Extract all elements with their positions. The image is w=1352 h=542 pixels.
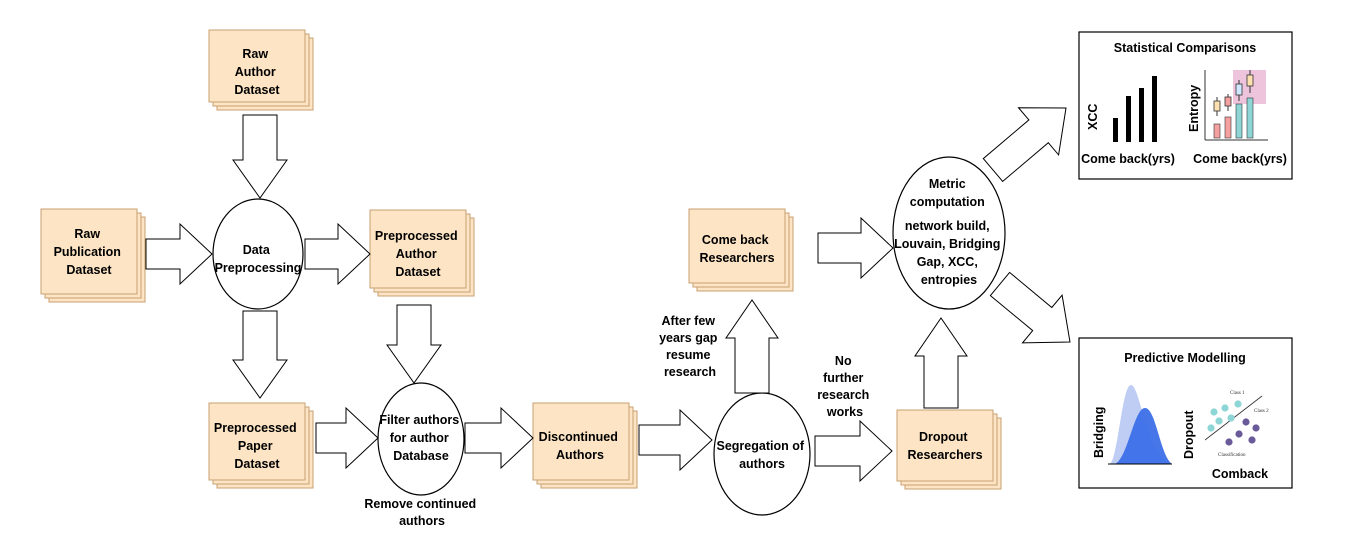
flow-arrows <box>145 107 1071 483</box>
no-further-label: No further research works <box>817 354 873 419</box>
arrow-comeback-to-metric <box>817 216 894 280</box>
metric-computation-label: Metric computation network build, Louvai… <box>894 177 1004 287</box>
dropout-scatter-icon: Class 1 Class 2 Classification <box>1204 391 1269 458</box>
entropy-x-label: Come back(yrs) <box>1193 152 1287 166</box>
document-sheet <box>896 409 994 482</box>
bridging-distribution-icon <box>1108 385 1172 465</box>
come-back-researchers-label: Come back Researchers <box>699 233 774 265</box>
arrow-dropout-to-metric <box>914 317 968 409</box>
discontinued-authors <box>532 402 638 489</box>
arrow-segregation-to-comeback <box>725 299 779 394</box>
statistical-comparisons-panel: Statistical Comparisons XCC Come back(yr… <box>1078 31 1293 180</box>
arrow-discontinued-to-segregation <box>638 408 713 472</box>
entropy-axis-label: Entropy <box>1187 85 1201 132</box>
statistical-title: Statistical Comparisons <box>1114 41 1256 55</box>
comback-x-label: Comback <box>1212 467 1268 481</box>
arrow-raw-publication-to-preprocessing <box>145 222 213 286</box>
bridging-axis-label: Bridging <box>1092 407 1106 458</box>
metric-computation-process <box>892 156 1006 310</box>
preprocessed-paper-dataset <box>208 402 314 489</box>
data-preprocessing-label: Data Preprocessing <box>215 243 302 275</box>
arrow-filter-to-discontinued <box>464 406 534 470</box>
classification-mini-label: Classification <box>1218 453 1246 458</box>
dropout-researchers <box>896 409 1002 490</box>
discontinued-authors-label: Discontinued Authors <box>539 430 622 462</box>
document-sheet <box>40 208 138 295</box>
raw-author-label: Raw Author Dataset <box>234 47 280 97</box>
raw-publication-dataset <box>40 208 146 303</box>
arrow-metric-to-predictive <box>989 271 1071 344</box>
preprocessed-paper-label: Preprocessed Paper Dataset <box>214 421 300 471</box>
class2-mini-label: Class 2 <box>1254 409 1269 414</box>
predictive-title: Predictive Modelling <box>1124 351 1246 365</box>
filter-authors-process <box>377 382 465 496</box>
document-sheet <box>208 402 306 481</box>
raw-publication-label: Raw Publication Dataset <box>54 227 125 277</box>
segregation-process <box>713 392 811 516</box>
xcc-bar-icon <box>1113 76 1157 142</box>
remove-continued-label: Remove continued authors <box>364 497 479 528</box>
node-labels: Raw Author Dataset Raw Publication Datas… <box>54 47 1004 471</box>
after-gap-label: After few years gap resume research <box>659 314 721 379</box>
preprocessed-author-dataset <box>369 209 475 297</box>
raw-author-dataset <box>208 29 314 111</box>
arrow-preprocessing-to-author <box>304 222 371 286</box>
xcc-axis-label: XCC <box>1086 104 1100 130</box>
filter-authors-label: Filter authors for author Database <box>379 413 462 463</box>
arrow-author-to-filter <box>386 304 442 384</box>
arrow-paper-to-filter <box>315 406 379 470</box>
segregation-label: Segregation of authors <box>717 439 808 471</box>
document-sheet <box>369 209 467 289</box>
data-preprocessing-process <box>212 198 304 310</box>
dropout-researchers-label: Dropout Researchers <box>907 430 982 462</box>
preprocessed-author-label: Preprocessed Author Dataset <box>375 229 461 279</box>
document-sheet <box>532 402 630 481</box>
class1-mini-label: Class 1 <box>1230 391 1245 396</box>
arrow-preprocessing-to-paper <box>232 310 288 399</box>
xcc-x-label: Come back(yrs) <box>1081 152 1175 166</box>
predictive-modelling-panel: Predictive Modelling Bridging Dropout Cl… <box>1078 337 1293 489</box>
come-back-researchers <box>688 208 794 292</box>
dropout-axis-label: Dropout <box>1182 410 1196 459</box>
arrow-segregation-to-dropout <box>814 419 893 483</box>
arrow-raw-author-to-preprocessing <box>232 114 288 199</box>
entropy-candlestick-icon <box>1204 70 1268 141</box>
document-sheet <box>688 208 786 284</box>
arrow-metric-to-statistical <box>982 107 1067 183</box>
document-sheet <box>208 29 306 103</box>
